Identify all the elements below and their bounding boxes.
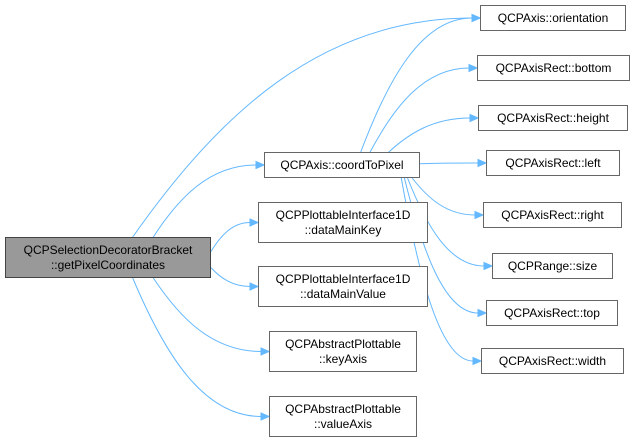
arrowhead-value_axis xyxy=(260,412,271,421)
node-label-line-1: QCPAbstractPlottable xyxy=(285,401,401,416)
arrowhead-width xyxy=(472,356,483,366)
node-label-line-2: ::valueAxis xyxy=(313,416,373,431)
arrowhead-data_main_value xyxy=(249,282,260,291)
arrowhead-bottom xyxy=(468,63,479,73)
node-label: QCPAxisRect::top xyxy=(504,305,600,320)
arrowhead-right xyxy=(474,210,485,220)
node-label: QCPAxisRect::left xyxy=(505,155,601,170)
arrowhead-top xyxy=(477,308,488,318)
node-datamainvalue[interactable]: QCPPlottableInterface1D ::dataMainValue xyxy=(258,266,428,307)
node-label-line-1: QCPPlottableInterface1D xyxy=(275,271,411,286)
edge-root-to-value_axis xyxy=(132,277,262,417)
edge-coord_to_pixel-to-orientation xyxy=(360,17,473,153)
node-coordtopixel[interactable]: QCPAxis::coordToPixel xyxy=(264,152,420,178)
edge-root-to-orientation xyxy=(132,17,473,238)
node-bottom[interactable]: QCPAxisRect::bottom xyxy=(477,55,630,81)
node-label: QCPAxis::coordToPixel xyxy=(280,157,404,172)
edge-root-to-key_axis xyxy=(152,277,262,352)
arrowhead-left xyxy=(477,158,488,168)
node-right[interactable]: QCPAxisRect::right xyxy=(483,202,622,228)
node-keyaxis[interactable]: QCPAbstractPlottable ::keyAxis xyxy=(269,331,417,372)
node-height[interactable]: QCPAxisRect::height xyxy=(478,105,628,131)
edge-coord_to_pixel-to-size xyxy=(407,177,485,267)
edge-coord_to_pixel-to-bottom xyxy=(369,67,470,153)
arrowhead-data_main_key xyxy=(249,218,260,227)
node-label-line-1: QCPSelectionDecoratorBracket xyxy=(23,242,193,257)
edge-coord_to_pixel-to-right xyxy=(411,177,476,216)
node-width[interactable]: QCPAxisRect::width xyxy=(481,348,624,374)
node-valueaxis[interactable]: QCPAbstractPlottable ::valueAxis xyxy=(269,396,417,437)
node-datamainkey[interactable]: QCPPlottableInterface1D ::dataMainKey xyxy=(258,202,428,243)
edge-coord_to_pixel-to-height xyxy=(388,117,471,153)
edge-root-to-coord_to_pixel xyxy=(152,164,257,238)
arrowhead-orientation xyxy=(471,13,482,23)
edge-root-to-data_main_key xyxy=(210,222,251,252)
node-label: QCPRange::size xyxy=(507,258,598,273)
node-root-getpixelcoordinates: QCPSelectionDecoratorBracket ::getPixelC… xyxy=(5,237,211,278)
node-top[interactable]: QCPAxisRect::top xyxy=(486,300,618,326)
node-label: QCPAxisRect::right xyxy=(501,207,604,222)
node-label-line-2: ::keyAxis xyxy=(318,351,367,366)
edge-coord_to_pixel-to-left xyxy=(419,162,479,165)
arrowhead-height xyxy=(469,113,480,123)
node-label: QCPAxisRect::height xyxy=(497,110,609,125)
node-label-line-2: ::dataMainKey xyxy=(304,222,382,237)
node-label: QCPAxisRect::bottom xyxy=(495,60,612,75)
node-orientation[interactable]: QCPAxis::orientation xyxy=(480,5,626,31)
node-label-line-1: QCPAbstractPlottable xyxy=(285,336,401,351)
edge-root-to-data_main_value xyxy=(210,267,251,287)
node-left[interactable]: QCPAxisRect::left xyxy=(486,150,620,176)
node-size[interactable]: QCPRange::size xyxy=(492,253,613,279)
node-label: QCPAxis::orientation xyxy=(497,10,609,25)
arrowhead-size xyxy=(483,261,494,271)
node-label: QCPAxisRect::width xyxy=(498,353,607,368)
arrowhead-key_axis xyxy=(260,347,271,356)
node-label-line-1: QCPPlottableInterface1D xyxy=(275,207,411,222)
node-label-line-2: ::dataMainValue xyxy=(300,286,386,301)
node-label-line-2: ::getPixelCoordinates xyxy=(50,257,166,272)
arrowhead-coord_to_pixel xyxy=(255,160,266,170)
